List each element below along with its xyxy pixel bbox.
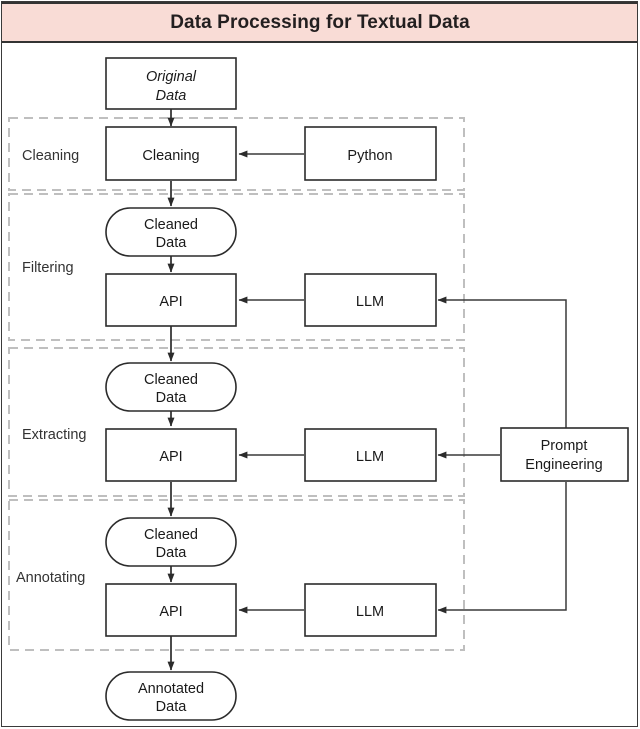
node-api-annotating[interactable]: API — [105, 583, 237, 637]
node-annotated-data[interactable]: Annotated Data — [105, 671, 237, 721]
node-api-annotating-label: API — [159, 604, 182, 620]
node-api-filtering-label: API — [159, 294, 182, 310]
node-prompt-engineering[interactable]: Prompt Engineering — [500, 427, 629, 482]
node-api-extracting-label: API — [159, 449, 182, 465]
node-cleaned-data-extracting[interactable]: Cleaned Data — [105, 362, 237, 412]
node-llm-filtering-label: LLM — [356, 294, 384, 310]
node-original-data-line1: Original — [146, 69, 197, 85]
node-cleaned-data-extracting-line1: Cleaned — [144, 372, 198, 388]
node-annotated-data-line2: Data — [156, 699, 188, 715]
group-cleaning — [8, 117, 465, 191]
node-api-filtering[interactable]: API — [105, 273, 237, 327]
node-cleaned-data-annotating[interactable]: Cleaned Data — [105, 517, 237, 567]
node-cleaned-data-annotating-line2: Data — [156, 545, 188, 561]
edge-prompt-to-llm-filtering — [437, 296, 567, 428]
node-original-data[interactable]: Original Data — [105, 57, 237, 110]
page-title: Data Processing for Textual Data — [170, 11, 470, 33]
node-python-label: Python — [347, 148, 392, 164]
node-annotated-data-line1: Annotated — [138, 681, 204, 697]
group-label-filtering: Filtering — [22, 260, 74, 276]
node-python[interactable]: Python — [304, 126, 437, 181]
group-label-annotating: Annotating — [16, 570, 85, 586]
group-filtering — [8, 193, 465, 341]
group-annotating — [8, 499, 465, 651]
edge-prompt-to-llm-annotating — [437, 482, 567, 614]
node-cleaned-data-extracting-line2: Data — [156, 390, 188, 406]
node-llm-annotating[interactable]: LLM — [304, 583, 437, 637]
node-cleaning-label: Cleaning — [142, 148, 199, 164]
title-bar: Data Processing for Textual Data — [2, 2, 638, 43]
node-cleaned-data-annotating-line1: Cleaned — [144, 527, 198, 543]
node-cleaned-data-filtering[interactable]: Cleaned Data — [105, 207, 237, 257]
node-cleaned-data-filtering-line1: Cleaned — [144, 217, 198, 233]
node-llm-extracting[interactable]: LLM — [304, 428, 437, 482]
group-extracting — [8, 347, 465, 497]
node-cleaned-data-filtering-line2: Data — [156, 235, 188, 251]
node-cleaning-step[interactable]: Cleaning — [105, 126, 237, 181]
node-llm-annotating-label: LLM — [356, 604, 384, 620]
group-label-cleaning: Cleaning — [22, 148, 79, 164]
node-prompt-engineering-line1: Prompt — [541, 438, 588, 454]
group-label-extracting: Extracting — [22, 427, 86, 443]
node-original-data-line2: Data — [156, 88, 187, 104]
node-api-extracting[interactable]: API — [105, 428, 237, 482]
node-prompt-engineering-line2: Engineering — [525, 457, 602, 473]
node-llm-filtering[interactable]: LLM — [304, 273, 437, 327]
node-llm-extracting-label: LLM — [356, 449, 384, 465]
